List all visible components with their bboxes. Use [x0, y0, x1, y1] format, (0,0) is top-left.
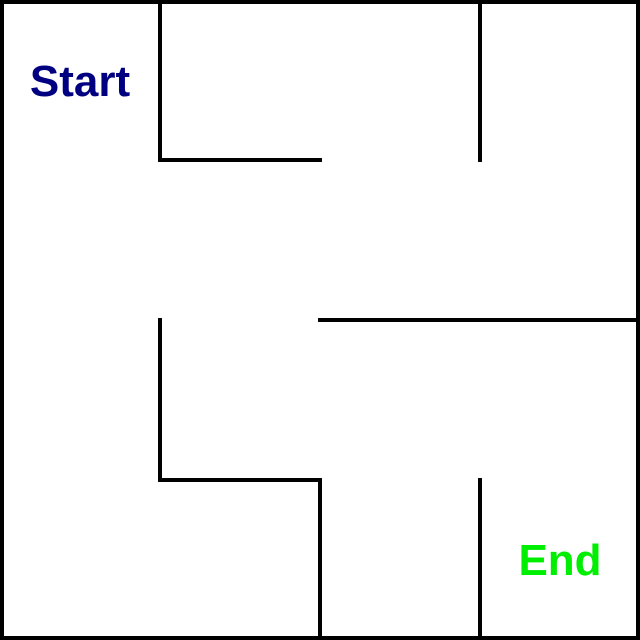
start-label: Start: [30, 57, 131, 106]
end-label: End: [518, 536, 601, 585]
